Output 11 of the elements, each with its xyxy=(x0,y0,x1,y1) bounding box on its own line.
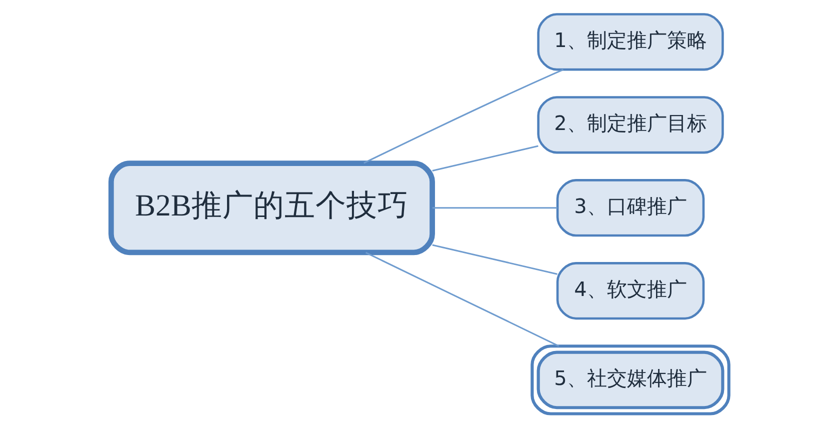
connector xyxy=(432,207,557,209)
connector xyxy=(432,244,557,275)
node-box: 5、社交媒体推广 xyxy=(530,344,730,416)
node-box: 2、制定推广目标 xyxy=(536,96,724,154)
connector xyxy=(364,252,559,347)
node-box: 3、口碑推广 xyxy=(556,179,704,237)
node-box: B2B推广的五个技巧 xyxy=(108,160,434,256)
connector xyxy=(432,145,538,172)
node-box: 1、制定推广策略 xyxy=(536,13,724,71)
node-box: 4、软文推广 xyxy=(556,262,704,320)
connector xyxy=(363,68,563,164)
